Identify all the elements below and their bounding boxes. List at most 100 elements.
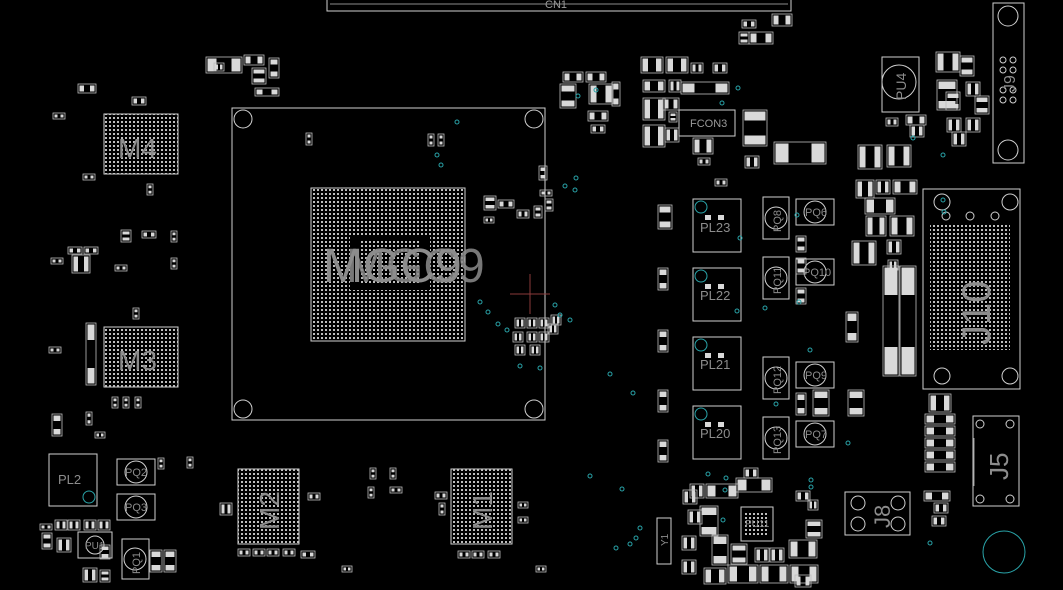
- ic-pu4: PU4: [881, 56, 920, 113]
- smd-part: [254, 87, 280, 97]
- smd-part: [438, 502, 446, 516]
- smd-part: [657, 389, 669, 413]
- via: [845, 440, 851, 446]
- smd-part: [487, 550, 501, 559]
- m4-label: M4: [118, 133, 157, 164]
- inductor-pl2: PL2: [48, 453, 98, 507]
- pq6-label: PQ6: [805, 207, 827, 219]
- memory-m4: M4: [103, 113, 179, 175]
- smd-part: [99, 569, 111, 583]
- smd-part: [771, 13, 793, 27]
- smd-part: [512, 331, 524, 343]
- via: [485, 309, 491, 315]
- via: [627, 541, 633, 547]
- smd-part: [526, 317, 538, 329]
- smd-part: [699, 505, 719, 537]
- smd-part: [690, 62, 704, 74]
- smd-part: [483, 195, 497, 211]
- smd-part: [529, 344, 541, 356]
- smd-part: [742, 109, 768, 147]
- smd-part: [305, 132, 313, 146]
- smd-part: [857, 144, 883, 170]
- connector-j10: J10: [922, 188, 1021, 390]
- pq2-label: PQ2: [125, 467, 147, 479]
- smd-part: [795, 490, 811, 502]
- smd-part: [899, 265, 917, 377]
- smd-part: [923, 490, 951, 502]
- smd-part: [864, 197, 896, 215]
- smd-part: [882, 265, 900, 377]
- smd-part: [588, 83, 614, 105]
- transistor-pq3: PQ3: [116, 493, 156, 521]
- smd-part: [99, 544, 111, 560]
- smd-part: [735, 477, 773, 493]
- pq13-label: PQ13: [772, 426, 784, 454]
- smd-part: [131, 96, 147, 106]
- smd-part: [67, 519, 81, 531]
- cpu-socket: MGC9 MGC9: [231, 107, 546, 421]
- smd-part: [97, 519, 111, 531]
- smd-part: [951, 131, 967, 147]
- smd-part: [535, 565, 547, 573]
- smd-part: [585, 71, 607, 83]
- via: [573, 175, 579, 181]
- via: [940, 197, 946, 203]
- connector-j5: J5: [972, 415, 1020, 507]
- transistor-pq8: PQ8: [762, 196, 790, 240]
- via: [735, 85, 741, 91]
- via: [940, 152, 946, 158]
- smd-part: [268, 57, 280, 79]
- pq7-label: PQ7: [805, 429, 827, 441]
- smd-part: [682, 489, 698, 505]
- smd-part: [711, 534, 729, 566]
- smd-part: [924, 461, 956, 473]
- smd-part: [687, 509, 703, 525]
- smd-part: [730, 543, 748, 565]
- via: [537, 365, 543, 371]
- via: [454, 119, 460, 125]
- via: [808, 484, 814, 490]
- pu11-label: PU11: [745, 519, 770, 530]
- m1-label: M1: [467, 491, 498, 530]
- smd-part: [146, 183, 154, 196]
- smd-part: [665, 56, 689, 74]
- smd-part: [526, 331, 538, 343]
- smd-part: [170, 257, 178, 270]
- smd-part: [52, 112, 66, 120]
- smd-part: [587, 110, 609, 122]
- smd-part: [539, 189, 553, 197]
- smd-part: [367, 486, 375, 499]
- smd-part: [640, 56, 664, 74]
- smd-part: [547, 323, 559, 335]
- smd-part: [389, 467, 397, 480]
- j9-label: J9: [1002, 75, 1019, 92]
- via: [719, 100, 725, 106]
- via: [796, 299, 802, 305]
- transistor-pq11: PQ11: [762, 256, 790, 300]
- smd-part: [85, 322, 97, 386]
- smd-part: [82, 173, 96, 181]
- via: [438, 162, 444, 168]
- smd-part: [886, 239, 902, 255]
- smd-part: [754, 547, 770, 563]
- smd-part: [807, 499, 819, 511]
- smd-part: [855, 179, 875, 199]
- smd-part: [692, 137, 714, 155]
- transistor-pq6: PQ6: [795, 198, 835, 226]
- smd-part: [94, 431, 106, 439]
- smd-part: [773, 141, 827, 165]
- smd-part: [657, 329, 669, 353]
- y1-label: Y1: [660, 533, 671, 546]
- smd-part: [875, 179, 891, 195]
- via: [567, 317, 573, 323]
- pl22-label: PL22: [700, 288, 730, 303]
- smd-part: [924, 413, 956, 425]
- smd-part: [111, 396, 119, 409]
- smd-part: [788, 539, 818, 559]
- smd-part: [83, 519, 97, 531]
- via: [517, 363, 523, 369]
- top-connector-cn1: CN1: [326, 0, 792, 12]
- smd-part: [965, 117, 981, 133]
- smd-part: [974, 95, 990, 115]
